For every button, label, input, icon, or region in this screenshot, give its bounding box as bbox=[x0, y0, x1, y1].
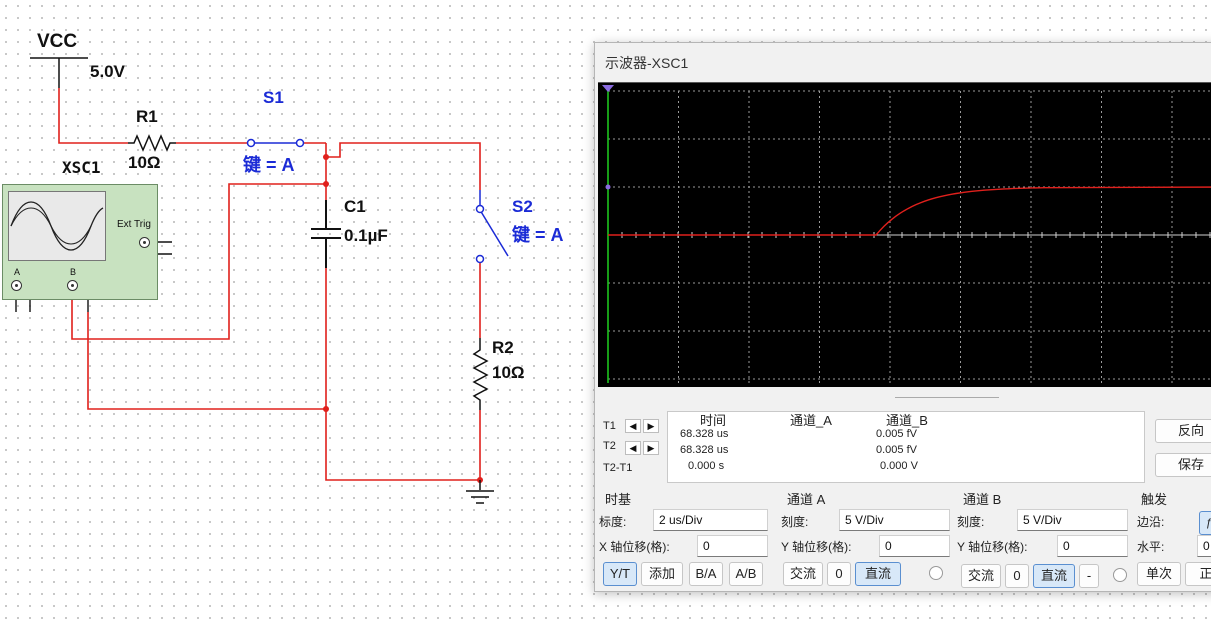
channel-b-zero-button[interactable]: 0 bbox=[1005, 564, 1029, 588]
ba-mode-button[interactable]: B/A bbox=[689, 562, 723, 586]
xsc-label: XSC1 bbox=[62, 158, 101, 177]
ext-trig-terminal[interactable] bbox=[139, 237, 150, 248]
t1-time: 68.328 us bbox=[680, 428, 729, 440]
vcc-label: VCC bbox=[37, 31, 78, 52]
oscilloscope-instrument[interactable]: Ext Trig A B bbox=[2, 184, 158, 300]
r2-resistor bbox=[472, 338, 489, 410]
s2-label: S2 bbox=[512, 197, 533, 216]
ext-trig-label: Ext Trig bbox=[117, 219, 151, 230]
c1-capacitor bbox=[311, 200, 341, 268]
t1-right-arrow-icon[interactable]: ▶ bbox=[643, 419, 659, 433]
channel-b-ac-button[interactable]: 交流 bbox=[961, 564, 1001, 588]
r2-label: R2 bbox=[492, 338, 514, 357]
vcc-value: 5.0V bbox=[90, 62, 125, 81]
circuit-schematic bbox=[15, 57, 509, 504]
t2-time: 68.328 us bbox=[680, 444, 729, 456]
channel-b-ypos-field[interactable]: 0 bbox=[1057, 535, 1128, 557]
channel-a-ac-button[interactable]: 交流 bbox=[783, 562, 823, 586]
s1-key: 键 = A bbox=[243, 155, 295, 175]
r1-label: R1 bbox=[136, 107, 158, 126]
t2-right-arrow-icon[interactable]: ▶ bbox=[643, 441, 659, 455]
normal-trigger-button[interactable]: 正 bbox=[1185, 562, 1211, 586]
channel-a-ypos-field[interactable]: 0 bbox=[879, 535, 950, 557]
header-channel-a: 通道_A bbox=[790, 413, 832, 428]
channel-b-trace bbox=[608, 186, 1211, 236]
c1-value: 0.1µF bbox=[344, 226, 388, 245]
x-position-field[interactable]: 0 bbox=[697, 535, 768, 557]
ab-mode-button[interactable]: A/B bbox=[729, 562, 763, 586]
s2-switch bbox=[475, 190, 509, 264]
channel-a-color-icon[interactable] bbox=[929, 566, 943, 580]
t1-left-arrow-icon[interactable]: ◀ bbox=[625, 419, 641, 433]
t2-channel-b: 0.005 fV bbox=[876, 444, 917, 456]
x-position-label: X 轴位移(格): bbox=[599, 540, 670, 554]
scope-display[interactable] bbox=[598, 82, 1211, 387]
trigger-level-field[interactable]: 0 bbox=[1197, 535, 1211, 557]
r2-value: 10Ω bbox=[492, 363, 525, 382]
s1-switch bbox=[246, 138, 305, 148]
add-mode-button[interactable]: 添加 bbox=[641, 562, 683, 586]
timebase-title: 时基 bbox=[605, 492, 632, 507]
channel-b-minus-button[interactable]: - bbox=[1079, 564, 1099, 588]
yt-mode-button[interactable]: Y/T bbox=[603, 562, 637, 586]
reverse-button[interactable]: 反向 bbox=[1155, 419, 1211, 443]
dt-time: 0.000 s bbox=[688, 460, 725, 472]
r1-resistor bbox=[128, 134, 176, 152]
t2-label: T2 bbox=[603, 440, 616, 452]
timebase-scale-field[interactable]: 2 us/Div bbox=[653, 509, 768, 531]
trigger-title: 触发 bbox=[1141, 492, 1168, 507]
cursor-marker-icon bbox=[602, 85, 614, 92]
trigger-edge-label: 边沿: bbox=[1137, 515, 1165, 529]
window-title: 示波器-XSC1 bbox=[605, 55, 689, 71]
measurement-table: 时间 通道_A 通道_B 68.328 us 0.005 fV 68.328 u… bbox=[667, 411, 1145, 483]
dt-channel-b: 0.000 V bbox=[880, 460, 918, 472]
single-trigger-button[interactable]: 单次 bbox=[1137, 562, 1181, 586]
channel-a-terminal[interactable] bbox=[11, 280, 22, 291]
s1-label: S1 bbox=[263, 88, 284, 107]
channel-a-ypos-label: Y 轴位移(格): bbox=[781, 540, 852, 554]
channel-b-terminal[interactable] bbox=[67, 280, 78, 291]
junctions bbox=[323, 154, 483, 483]
t2-left-arrow-icon[interactable]: ◀ bbox=[625, 441, 641, 455]
channel-b-color-icon[interactable] bbox=[1113, 568, 1127, 582]
channel-b-dc-button[interactable]: 直流 bbox=[1033, 564, 1075, 588]
header-time: 时间 bbox=[700, 413, 727, 428]
oscilloscope-window[interactable]: 示波器-XSC1 T1 ◀ ▶ T2 ◀ ▶ T2-T1 时间 通道_A 通道_… bbox=[594, 42, 1211, 592]
t2-t1-label: T2-T1 bbox=[603, 462, 633, 474]
trigger-level-label: 水平: bbox=[1137, 540, 1165, 554]
splitter-handle[interactable] bbox=[895, 397, 999, 398]
scope-grid bbox=[598, 83, 1211, 387]
channel-a-scale-label: 刻度: bbox=[781, 515, 809, 529]
channel-b-ypos-label: Y 轴位移(格): bbox=[957, 540, 1028, 554]
trigger-rising-edge-icon[interactable]: ƒ bbox=[1199, 511, 1211, 535]
c1-label: C1 bbox=[344, 197, 366, 216]
save-button[interactable]: 保存 bbox=[1155, 453, 1211, 477]
header-channel-b: 通道_B bbox=[886, 413, 928, 428]
channel-a-scale-field[interactable]: 5 V/Div bbox=[839, 509, 950, 531]
channel-a-title: 通道 A bbox=[787, 492, 826, 507]
ground-symbol bbox=[466, 480, 494, 504]
channel-b-title: 通道 B bbox=[963, 492, 1002, 507]
channel-b-scale-field[interactable]: 5 V/Div bbox=[1017, 509, 1128, 531]
channel-a-label: A bbox=[14, 267, 21, 277]
t1-channel-b: 0.005 fV bbox=[876, 428, 917, 440]
r1-value: 10Ω bbox=[128, 153, 161, 172]
channel-a-dc-button[interactable]: 直流 bbox=[855, 562, 901, 586]
s2-key: 键 = A bbox=[512, 225, 564, 245]
timebase-scale-label: 标度: bbox=[599, 515, 627, 529]
channel-b-label: B bbox=[70, 267, 77, 277]
channel-a-zero-button[interactable]: 0 bbox=[827, 562, 851, 586]
channel-b-scale-label: 刻度: bbox=[957, 515, 985, 529]
sine-wave-icon bbox=[10, 201, 104, 251]
t1-label: T1 bbox=[603, 420, 616, 432]
instrument-screen bbox=[8, 191, 106, 261]
channel-marker-icon bbox=[605, 184, 611, 190]
